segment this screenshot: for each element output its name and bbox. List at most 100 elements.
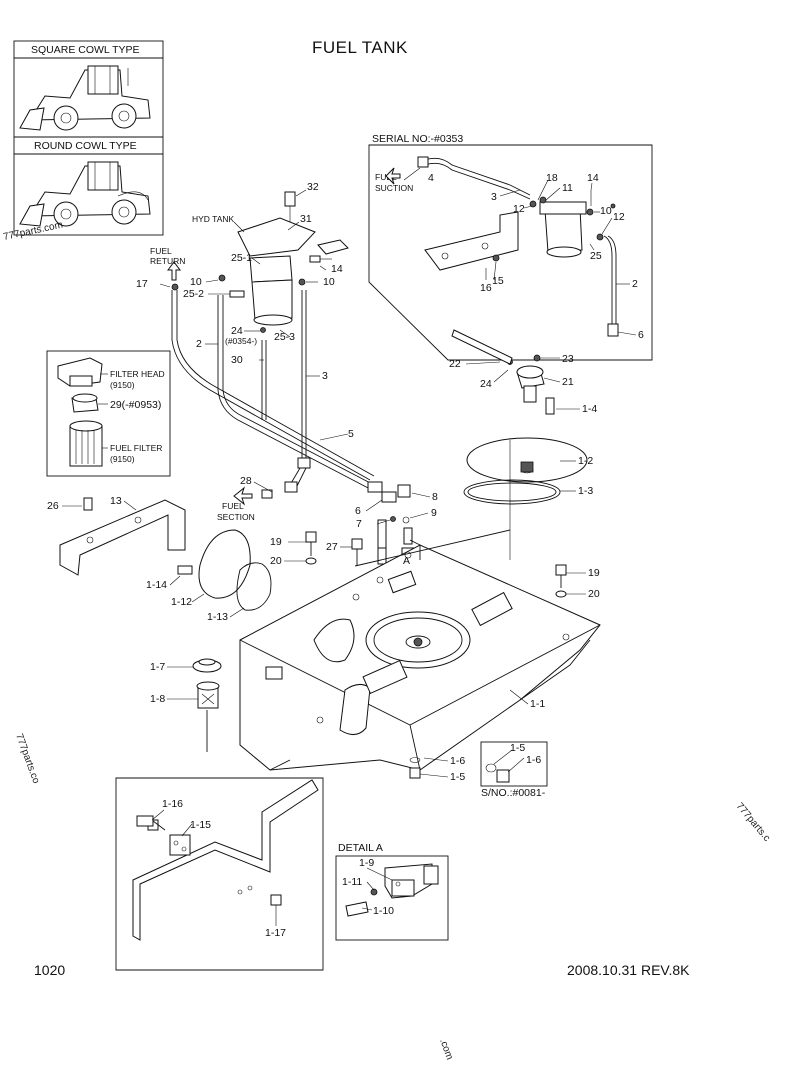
svg-text:32: 32 <box>307 181 319 193</box>
svg-text:12: 12 <box>613 211 625 223</box>
svg-text:1-5: 1-5 <box>450 771 465 783</box>
watermark-4: .com <box>437 1037 455 1061</box>
svg-text:29(-#0953): 29(-#0953) <box>110 399 161 411</box>
svg-text:9: 9 <box>431 507 437 519</box>
svg-text:1-2: 1-2 <box>578 455 593 467</box>
svg-text:1-14: 1-14 <box>146 579 167 591</box>
wheel-loader-square-icon <box>19 65 151 131</box>
svg-text:1-6: 1-6 <box>450 755 465 767</box>
svg-text:8: 8 <box>432 491 438 503</box>
leader-lines <box>62 167 637 926</box>
filter-assembly-box: FILTER HEAD (9150) 29(-#0953) FUEL FILTE… <box>46 350 171 477</box>
page-title: FUEL TANK <box>312 38 408 57</box>
svg-text:5: 5 <box>348 428 354 440</box>
svg-text:1-3: 1-3 <box>578 485 593 497</box>
svg-text:22: 22 <box>449 358 461 370</box>
svg-text:1-5: 1-5 <box>510 742 525 754</box>
svg-text:25-1: 25-1 <box>231 252 252 264</box>
watermark-2: 777parts.co <box>13 732 41 785</box>
svg-text:6: 6 <box>355 505 361 517</box>
svg-text:1-8: 1-8 <box>150 693 165 705</box>
svg-text:28: 28 <box>240 475 252 487</box>
round-cowl-label: ROUND COWL TYPE <box>34 140 137 152</box>
svg-text:FUEL: FUEL <box>150 246 172 256</box>
svg-text:1-11: 1-11 <box>342 876 362 888</box>
svg-text:13: 13 <box>110 495 122 507</box>
serial-box-title: SERIAL NO:-#0353 <box>372 133 463 145</box>
tank-top-parts <box>451 329 588 560</box>
svg-text:3: 3 <box>491 191 497 203</box>
svg-text:1-17: 1-17 <box>265 927 286 939</box>
svg-text:16: 16 <box>480 282 492 294</box>
page-number: 1020 <box>34 962 66 978</box>
bracket-13 <box>59 499 186 576</box>
svg-text:S/NO.:#0081-: S/NO.:#0081- <box>481 787 546 799</box>
svg-text:3: 3 <box>322 370 328 382</box>
svg-text:HYD TANK: HYD TANK <box>192 214 235 224</box>
svg-text:SUCTION: SUCTION <box>375 183 413 193</box>
svg-text:21: 21 <box>562 376 574 388</box>
svg-text:12: 12 <box>513 203 525 215</box>
svg-text:1-7: 1-7 <box>150 661 165 673</box>
part-callouts: 32 31 25-1 14 17 10 10 25-2 24 25-3 2 30… <box>47 172 644 939</box>
svg-text:11: 11 <box>562 182 573 194</box>
svg-text:DETAIL A: DETAIL A <box>338 842 383 854</box>
svg-text:19: 19 <box>270 536 282 548</box>
svg-text:6: 6 <box>638 329 644 341</box>
svg-text:10: 10 <box>600 205 612 217</box>
svg-text:25: 25 <box>590 250 602 262</box>
svg-text:19: 19 <box>588 567 600 579</box>
svg-text:10: 10 <box>190 276 202 288</box>
svg-text:25-3: 25-3 <box>274 331 295 343</box>
square-cowl-label: SQUARE COWL TYPE <box>31 44 140 56</box>
svg-text:7: 7 <box>356 518 362 530</box>
svg-text:31: 31 <box>300 213 312 225</box>
svg-text:1-16: 1-16 <box>162 798 183 810</box>
svg-text:23: 23 <box>562 353 574 365</box>
svg-text:24: 24 <box>480 378 492 390</box>
svg-text:20: 20 <box>588 588 600 600</box>
svg-text:1-9: 1-9 <box>359 857 374 869</box>
svg-text:FUEL: FUEL <box>222 501 244 511</box>
svg-text:FUEL FILTER: FUEL FILTER <box>110 443 162 453</box>
svg-text:1-6: 1-6 <box>526 754 541 766</box>
svg-text:15: 15 <box>492 275 504 287</box>
svg-text:FUEL: FUEL <box>375 172 397 182</box>
wheel-loader-round-icon <box>19 161 151 227</box>
svg-text:24: 24 <box>231 325 243 337</box>
level-sender-box <box>115 777 324 971</box>
svg-text:1-13: 1-13 <box>207 611 228 623</box>
svg-text:1-4: 1-4 <box>582 403 597 415</box>
svg-text:1-15: 1-15 <box>190 819 211 831</box>
svg-text:30: 30 <box>231 354 243 366</box>
revision-date: 2008.10.31 REV.8K <box>567 962 690 978</box>
svg-text:14: 14 <box>331 263 343 275</box>
svg-text:4: 4 <box>428 172 434 184</box>
strainer-assembly <box>192 658 222 752</box>
svg-text:1-12: 1-12 <box>171 596 192 608</box>
svg-text:20: 20 <box>270 555 282 567</box>
svg-text:(9150): (9150) <box>110 380 135 390</box>
sno-box: S/NO.:#0081- <box>480 741 548 799</box>
svg-text:18: 18 <box>546 172 558 184</box>
svg-text:14: 14 <box>587 172 599 184</box>
serial-number-box: SERIAL NO:-#0353 FUEL SUCTION <box>368 133 653 361</box>
svg-text:17: 17 <box>136 278 148 290</box>
fuel-tank-body: A <box>239 529 601 771</box>
svg-text:(9150): (9150) <box>110 454 135 464</box>
svg-text:10: 10 <box>323 276 335 288</box>
svg-text:2: 2 <box>196 338 202 350</box>
svg-text:1-1: 1-1 <box>530 698 545 710</box>
svg-text:SECTION: SECTION <box>217 512 255 522</box>
svg-text:2: 2 <box>632 278 638 290</box>
svg-text:27: 27 <box>326 541 338 553</box>
svg-text:26: 26 <box>47 500 59 512</box>
svg-text:1-10: 1-10 <box>373 905 394 917</box>
detail-a-box: DETAIL A <box>335 842 449 941</box>
svg-text:RETURN: RETURN <box>150 256 185 266</box>
svg-text:25-2: 25-2 <box>183 288 204 300</box>
watermark-3: 777parts.c <box>734 801 772 844</box>
svg-text:A: A <box>403 555 410 567</box>
